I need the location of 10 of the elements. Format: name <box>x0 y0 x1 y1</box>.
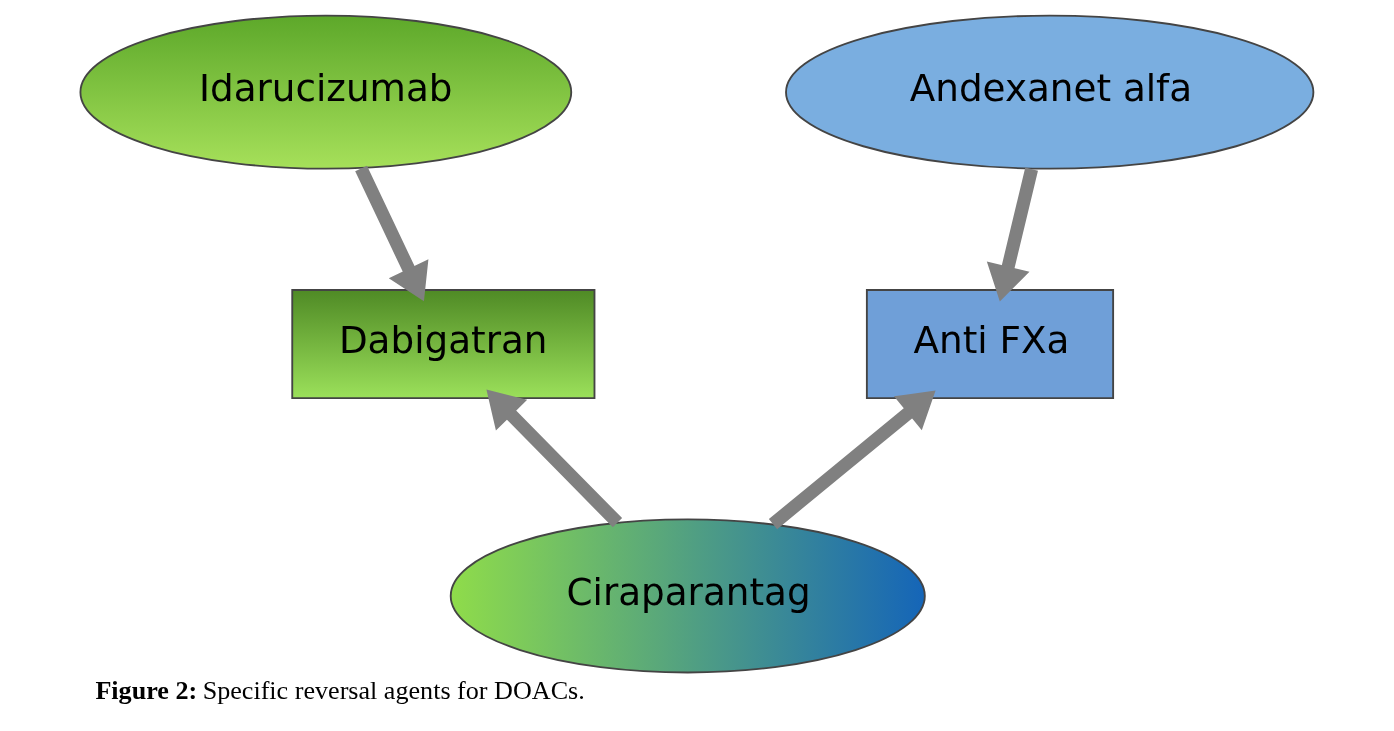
arrow <box>986 167 1038 302</box>
arrow <box>355 165 429 302</box>
node-ellipse: Andexanet alfa <box>785 14 1315 170</box>
caption: Figure 2: Specific reversal agents for DOACs. <box>95 675 585 705</box>
arrow <box>768 390 936 530</box>
node-box: Anti FXa <box>865 289 1115 400</box>
node-ellipse: Idarucizumab <box>79 14 573 170</box>
arrow <box>486 389 623 528</box>
node-box: Dabigatran <box>291 289 596 400</box>
node-ellipse: Ciraparantag <box>449 518 926 674</box>
